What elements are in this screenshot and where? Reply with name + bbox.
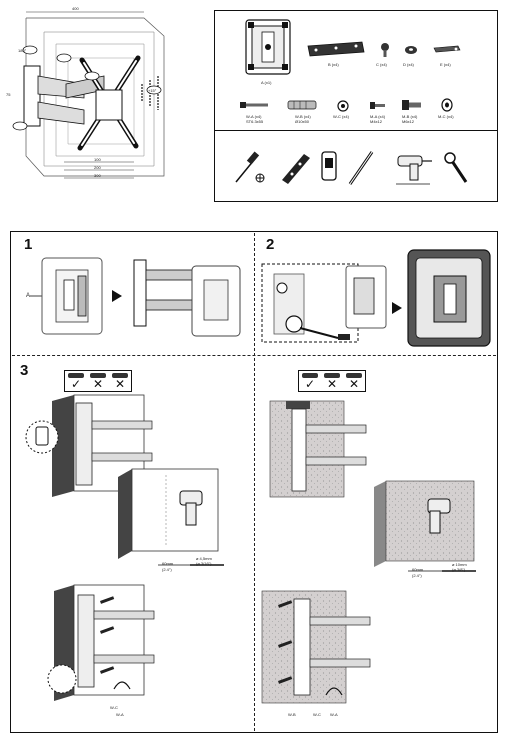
step1-part-label: A <box>26 293 31 299</box>
parts-box <box>214 10 498 202</box>
tilt-label-up: +15° <box>148 88 157 93</box>
step1-illustration <box>30 257 241 337</box>
concrete-check-1: ✓ <box>305 377 316 391</box>
part-c-screw-icon <box>381 43 389 57</box>
instructions-vertical-divider <box>254 233 255 731</box>
wood-drill-size: ø 4,5mm <box>196 556 212 561</box>
wood-cross-2: ✕ <box>93 377 104 391</box>
pencil-icon <box>348 151 374 185</box>
part-wa-sub: ST6.3x55 <box>246 119 264 124</box>
dim-label-top: 400 <box>72 6 79 11</box>
dim-label-b3: 300 <box>94 173 101 178</box>
part-m4-label: M-A (x4) <box>370 114 386 119</box>
step-2-number: 2 <box>266 236 275 253</box>
swivel-label: 180° <box>18 48 27 53</box>
wood-hole-depth: 60mm <box>162 561 174 566</box>
dim-label-b1: 100 <box>94 157 101 162</box>
part-wb-anchor-icon <box>287 100 317 110</box>
part-m6-sub: M6x12 <box>402 119 415 124</box>
wood-drill-size-in: (ø 3/16") <box>196 561 212 566</box>
wood-bottom-label-2: W-A <box>116 712 124 717</box>
part-m6-label: M-B (x4) <box>402 114 418 119</box>
part-a-wall-plate-icon <box>245 19 291 75</box>
level-icon <box>282 154 310 184</box>
part-c-label: C (x4) <box>376 62 387 67</box>
wood-hole-depth-in: (2.4") <box>162 567 172 572</box>
concrete-hole-depth: 60mm <box>412 567 424 572</box>
concrete-hole-depth-in: (2.4") <box>412 573 422 578</box>
part-wc-washer-icon <box>337 100 349 112</box>
wood-wall-type-icons <box>68 373 128 378</box>
mount-overview-drawing <box>12 11 165 179</box>
wood-bottom-label-1: W-C <box>110 705 118 710</box>
concrete-drill-size-in: (ø 3/8") <box>452 567 466 572</box>
dim-label-b2: 200 <box>94 165 101 170</box>
part-m4-sub: M4x12 <box>370 119 383 124</box>
wood-cross-3: ✕ <box>115 377 126 391</box>
part-wb-sub: Ø10x50 <box>295 119 310 124</box>
concrete-cross-3: ✕ <box>349 377 360 391</box>
concrete-check-panel <box>298 370 366 392</box>
part-b-label: B (x4) <box>328 62 339 67</box>
step-3-number: 3 <box>20 362 29 379</box>
dim-label-left: 75 <box>6 92 11 97</box>
part-wc-label: W-C (x4) <box>333 114 349 119</box>
overview-illustration: 400 75 100 200 300 180° +15° <box>4 6 204 196</box>
part-e-key-icon <box>433 45 461 53</box>
wrench-icon <box>444 152 468 183</box>
parts-divider <box>214 130 498 131</box>
concrete-cross-2: ✕ <box>327 377 338 391</box>
wood-check-panel <box>64 370 132 392</box>
concrete-bottom-label-3: W-A <box>330 712 338 717</box>
part-wb-label: W-B (x4) <box>295 114 311 119</box>
part-mc-label: M-C (x4) <box>438 114 454 119</box>
part-wa-screw-icon <box>240 102 268 108</box>
concrete-bottom-label-2: W-C <box>313 712 321 717</box>
drill-icon <box>396 155 432 185</box>
step2-illustration <box>261 249 491 347</box>
part-wa-label: W-A (x4) <box>246 114 262 119</box>
screwdriver-icon <box>235 151 265 183</box>
part-d-label: D (x4) <box>403 62 414 67</box>
instructions-horizontal-divider <box>12 355 496 356</box>
concrete-step3-drawing <box>261 400 476 704</box>
part-e-label: E (x4) <box>440 62 451 67</box>
part-d-washer-icon <box>405 46 417 54</box>
concrete-drill-size: ø 10mm <box>452 562 467 567</box>
concrete-wall-type-icons <box>302 373 362 378</box>
wood-step3-drawing <box>25 394 224 701</box>
instructions-frame <box>10 231 498 733</box>
concrete-bottom-label-1: W-B <box>288 712 296 717</box>
stud-finder-icon <box>321 151 337 181</box>
part-mc-spacer-icon <box>441 98 453 112</box>
step-1-number: 1 <box>24 236 33 253</box>
wood-check-1: ✓ <box>71 377 82 391</box>
part-a-label: A (x1) <box>261 80 272 85</box>
part-m6-screw-icon <box>402 100 421 110</box>
part-m4-screw-icon <box>370 102 385 109</box>
part-b-bar-icon <box>307 41 365 57</box>
